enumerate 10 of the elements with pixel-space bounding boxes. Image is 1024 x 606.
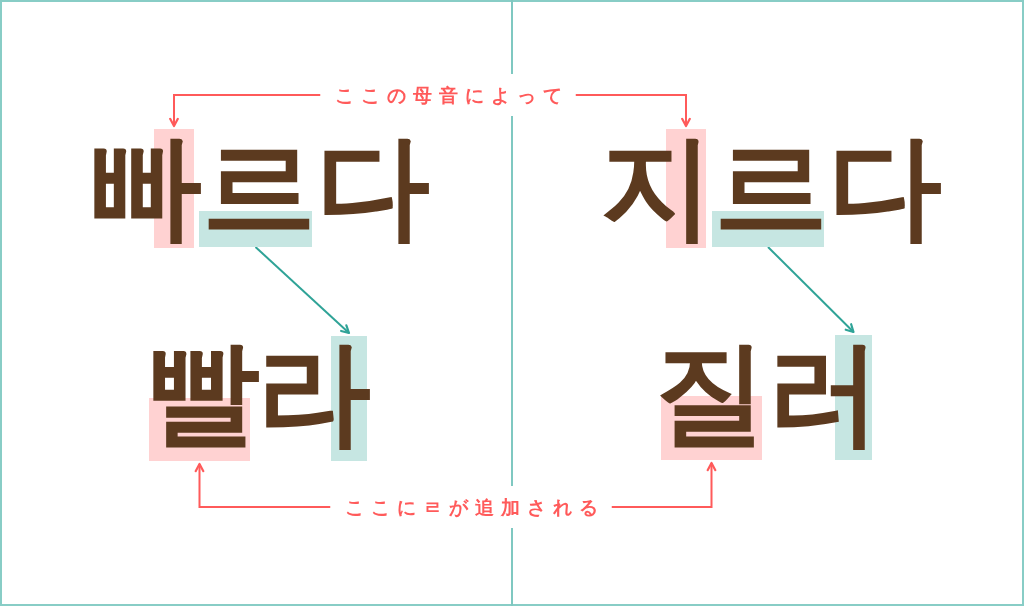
arrow [194, 462, 332, 508]
arrow [574, 94, 691, 128]
korean-word: 빠르다 [88, 130, 430, 244]
arrow [610, 461, 717, 508]
arrow [169, 94, 322, 128]
arrow [767, 246, 855, 334]
arrow [254, 246, 351, 335]
korean-word: 지르다 [600, 130, 942, 244]
korean-word: 질러 [653, 336, 881, 450]
korean-word: 빨라 [146, 336, 368, 450]
